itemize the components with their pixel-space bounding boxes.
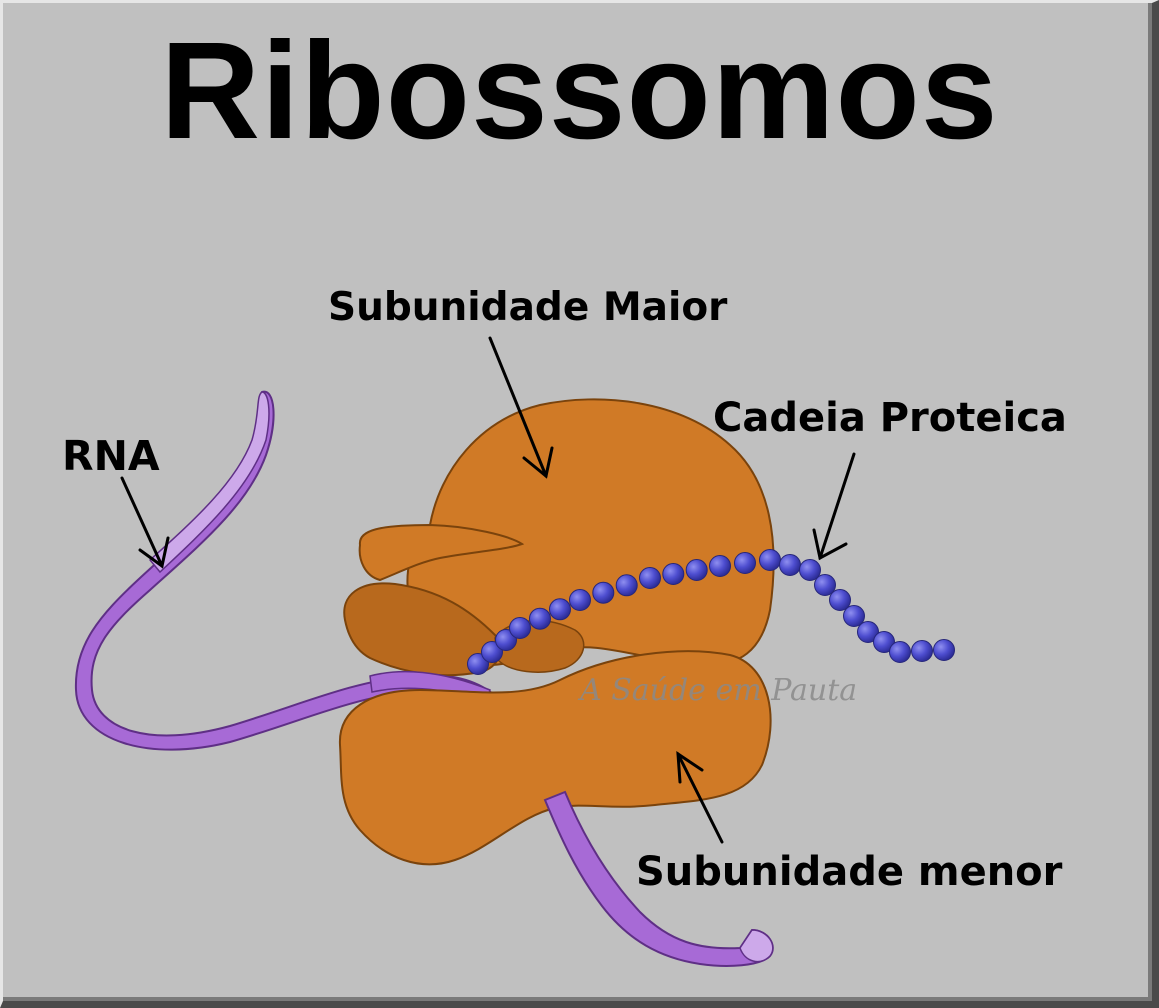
protein-bead xyxy=(481,641,503,663)
arrow-protein-chain xyxy=(812,452,856,561)
protein-bead xyxy=(569,589,591,611)
protein-bead xyxy=(592,581,615,604)
protein-bead xyxy=(685,559,708,581)
protein-chain xyxy=(467,549,955,675)
protein-bead xyxy=(529,607,551,630)
protein-bead xyxy=(639,567,661,589)
protein-bead xyxy=(467,653,489,675)
protein-bead xyxy=(779,554,801,576)
protein-bead xyxy=(615,574,638,597)
arrow-small-subunit xyxy=(676,751,724,844)
large-subunit xyxy=(343,398,775,677)
arrows xyxy=(120,336,856,844)
protein-bead xyxy=(814,574,836,596)
protein-chain-label: Cadeia Proteica xyxy=(713,395,1067,441)
watermark: A Saúde em Pauta xyxy=(580,673,858,708)
protein-bead xyxy=(709,555,731,577)
protein-bead xyxy=(857,621,879,643)
protein-bead xyxy=(873,631,895,653)
protein-bead xyxy=(911,640,933,662)
page-title: Ribossomos xyxy=(160,14,999,168)
protein-bead xyxy=(734,552,756,574)
rna-ribbon-tail xyxy=(543,790,774,967)
protein-bead xyxy=(662,563,685,585)
protein-bead xyxy=(889,641,911,663)
arrow-large-subunit xyxy=(488,336,554,479)
protein-bead xyxy=(843,605,865,627)
protein-bead xyxy=(829,589,851,611)
protein-bead xyxy=(495,629,517,651)
rna-label: RNA xyxy=(62,432,160,480)
protein-bead xyxy=(799,559,821,581)
small-subunit-label: Subunidade menor xyxy=(636,849,1063,895)
protein-bead xyxy=(509,617,531,639)
small-subunit xyxy=(338,650,772,866)
protein-bead xyxy=(549,598,571,621)
protein-bead xyxy=(933,639,955,661)
protein-bead xyxy=(759,549,781,571)
large-subunit-label: Subunidade Maior xyxy=(328,285,728,330)
arrow-rna xyxy=(120,476,170,569)
